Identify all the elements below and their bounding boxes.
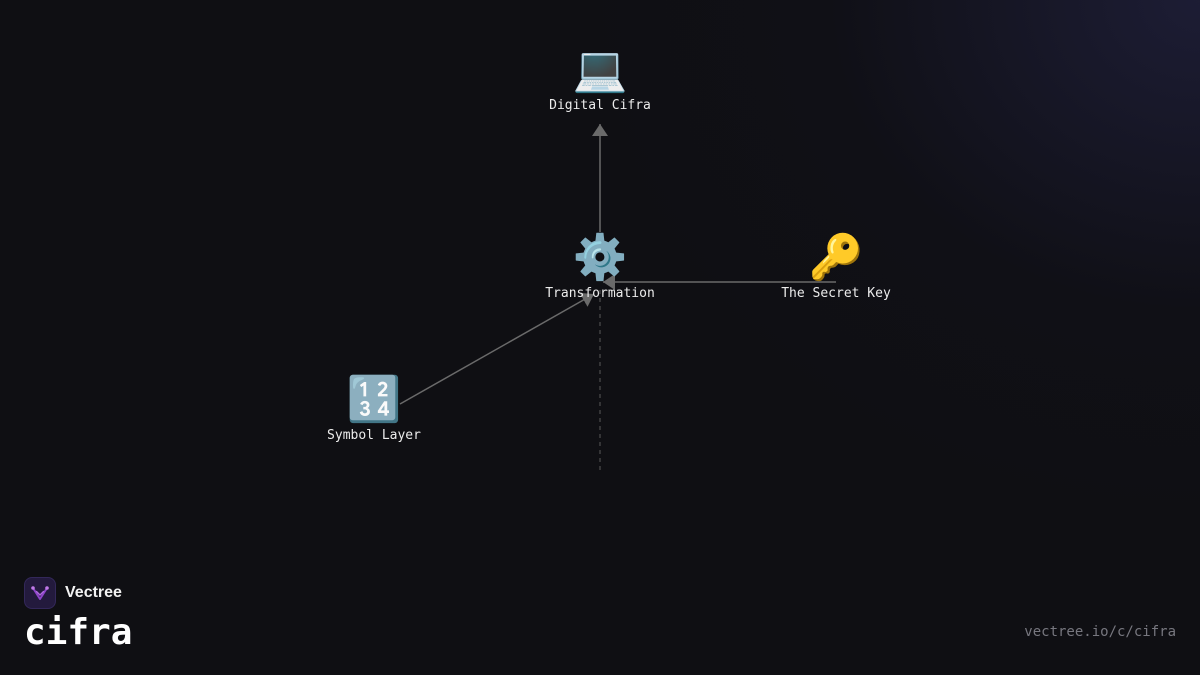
brand-name[interactable]: Vectree <box>65 584 122 601</box>
node-transformation[interactable]: ⚙️ Transformation <box>545 232 655 301</box>
node-secret-key[interactable]: 🔑 The Secret Key <box>781 232 891 301</box>
node-label: Digital Cifra <box>549 98 651 113</box>
node-symbol-layer[interactable]: 🔢 Symbol Layer <box>327 374 421 443</box>
node-digital-cifra[interactable]: 💻 Digital Cifra <box>549 44 651 113</box>
gear-icon: ⚙️ <box>572 232 628 283</box>
edge-symbol-layer-to-transformation <box>399 292 595 405</box>
footer-url[interactable]: vectree.io/c/cifra <box>1024 624 1176 640</box>
vectree-logo-icon[interactable] <box>24 577 56 609</box>
node-label: The Secret Key <box>781 286 891 301</box>
brand-row: Vectree <box>24 577 132 609</box>
key-icon: 🔑 <box>808 232 864 283</box>
node-label: Symbol Layer <box>327 428 421 443</box>
numbers-icon: 🔢 <box>346 374 402 425</box>
laptop-icon: 💻 <box>572 44 628 95</box>
node-label: Transformation <box>545 286 655 301</box>
product-title: cifra <box>24 612 133 653</box>
brand-block: Vectree cifra <box>24 577 132 654</box>
